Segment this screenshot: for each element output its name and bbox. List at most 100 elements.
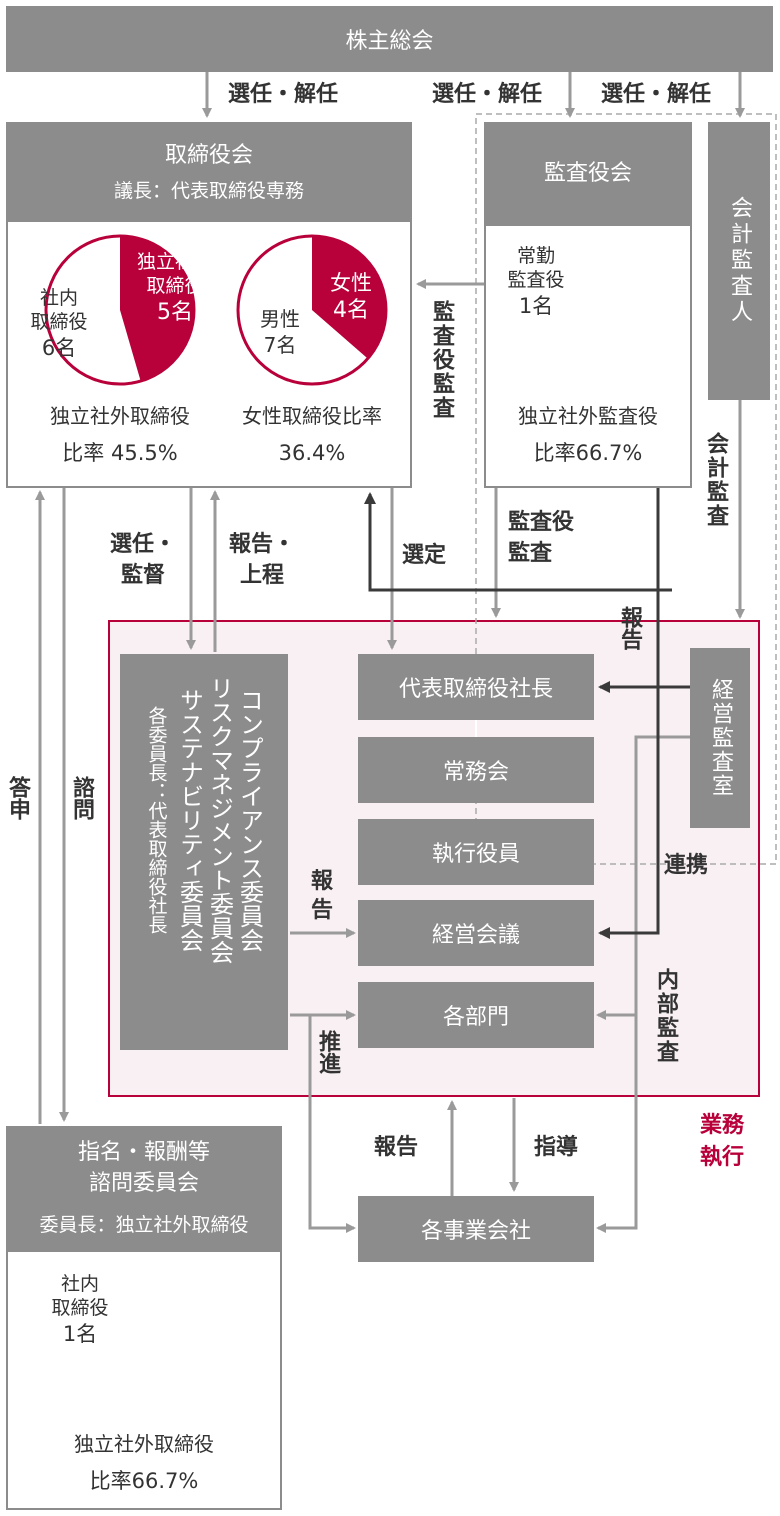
audit-red-line-3: 2名 [616,345,652,370]
select-supervise-line-2: 監督 [120,562,165,588]
audit-pie-red-label: 独立社外 監査役 2名 [582,296,686,372]
appoint-label: 選定 [402,543,447,568]
nom-red-line-3: 2名 [190,1359,226,1384]
shareholders-meeting: 株主総会 [6,6,773,72]
departments-label: 各部門 [442,1005,509,1030]
nom-red-line-1: 独立社外 [169,1311,246,1333]
nomination-title-line-1: 指名・報酬等 [77,1140,210,1165]
executive-officers-label: 執行役員 [431,842,520,867]
board-of-directors-header: 取締役会 議長：代表取締役専務 [6,122,412,222]
board-pie2-white-label: 男性 7名 [248,306,312,358]
sustainability-committee: サステナビリティ委員会 [175,688,204,952]
nom-white-line-3: 1名 [62,1321,98,1346]
pie1-white-line-1: 社内 [39,287,78,309]
nom-white-line-1: 社内 [60,1273,99,1295]
pie1-red-line-1: 独立社外 [136,251,213,273]
report-to-meeting-label: 報 告 [302,868,342,925]
pie2-white-line-1: 男性 [260,307,300,331]
audit-pie-white-label: 常勤 監査役 1名 [496,244,576,320]
nomination-pie-red-label: 独立社外 取締役 2名 [156,1310,260,1386]
report-from-subsidiaries-label: 報告 [374,1135,419,1160]
audit-white-line-3: 1名 [518,293,554,318]
audit-label-vertical: 監査役監査 [429,300,454,420]
board-chair: 議長：代表取締役専務 [113,180,304,202]
report-vertical-label: 報告 [617,606,642,650]
board-cap1b: 比率 45.5% [62,441,178,465]
committees-columns: コンプライアンス委員会 リスクマネジメント委員会 サステナビリティ委員会 各委員… [145,676,264,964]
audit-horizontal-label: 監査役 監査 [508,508,574,570]
audit-board-header: 監査役会 [484,122,692,226]
committees-box: コンプライアンス委員会 リスクマネジメント委員会 サステナビリティ委員会 各委員… [120,654,288,1050]
pie1-red-line-3: 5名 [157,299,193,325]
elect-dismiss-label-1: 選任・解任 [228,82,339,107]
accounting-auditor-label: 会計監査人 [727,196,752,326]
president-box: 代表取締役社長 [358,654,594,720]
exec-line-1: 業務 [700,1113,745,1138]
accounting-audit-label: 会計監査 [703,432,728,528]
management-audit-office: 経営監査室 [690,648,750,828]
audit-board-title: 監査役会 [543,161,632,186]
board-title: 取締役会 [164,143,253,168]
answer-label: 答申 [5,776,30,820]
nomination-pie-white-label: 社内 取締役 1名 [40,1272,120,1348]
report-h-line-2: 告 [310,897,333,923]
report-submit-line-1: 報告・ [228,532,295,557]
nomination-cap: 独立社外取締役 [74,1432,214,1456]
board-cap2: 女性取締役比率 [242,404,382,428]
audit-red-line-1: 独立社外 [595,297,672,319]
nomination-title: 指名・報酬等 諮問委員会 [6,1138,282,1200]
pie1-white-line-2: 取締役 [30,311,88,334]
board-pie2-red-label: 女性 4名 [316,270,386,326]
audit-dashed-group [475,113,777,865]
audit-h-line-1: 監査役 [508,510,575,535]
nomination-committee-header: 指名・報酬等 諮問委員会 委員長：独立社外取締役 [6,1126,282,1252]
consult-label: 諮問 [69,776,94,820]
accounting-auditor: 会計監査人 [708,122,770,400]
board-pie1-red-label: 独立社外 取締役 5名 [120,250,230,327]
pie2-red-line-2: 4名 [333,298,369,324]
elect-dismiss-label-2: 選任・解任 [432,82,543,107]
executive-committee-label: 常務会 [442,760,509,785]
promote-label: 推進 [315,1030,340,1074]
report-submit-line-2: 上程 [239,562,284,588]
guide-label: 指導 [534,1135,579,1160]
select-supervise-label: 選任・ 監督 [108,530,178,592]
audit-capb: 比率66.7% [533,441,643,465]
audit-white-line-2: 監査役 [507,269,565,292]
management-meeting-label: 経営会議 [431,923,520,948]
nom-white-line-2: 取締役 [51,1297,109,1320]
president-label: 代表取締役社長 [398,677,553,702]
elect-dismiss-label-3: 選任・解任 [601,82,712,107]
audit-h-line-2: 監査 [508,540,553,566]
pie1-white-line-3: 6名 [41,335,77,360]
nomination-chair: 委員長：独立社外取締役 [39,1214,249,1236]
nom-red-line-2: 取締役 [179,1335,237,1358]
pie1-red-line-2: 取締役 [146,275,204,298]
compliance-committee: コンプライアンス委員会 [235,688,264,952]
committees-chair: 各委員長：代表取締役社長 [145,706,168,934]
board-cap2b: 36.4% [278,441,346,465]
coop-label: 連携 [664,853,709,878]
shareholders-meeting-label: 株主総会 [345,29,434,54]
executive-committee-box: 常務会 [358,737,594,803]
exec-line-2: 執行 [700,1144,745,1170]
business-execution-label: 業務 執行 [700,1110,744,1174]
risk-management-committee: リスクマネジメント委員会 [205,676,234,964]
select-supervise-line-1: 選任・ [109,532,176,557]
nomination-title-line-2: 諮問委員会 [88,1170,199,1196]
pie2-white-line-2: 7名 [263,333,297,357]
subsidiaries-box: 各事業会社 [358,1196,594,1262]
board-pie1-white-label: 社内 取締役 6名 [24,286,94,362]
report-submit-label: 報告・ 上程 [226,530,298,592]
management-meeting-box: 経営会議 [358,900,594,966]
audit-white-line-1: 常勤 [516,245,555,267]
internal-audit-label: 内部監査 [653,968,678,1064]
pie2-red-line-1: 女性 [330,271,372,295]
audit-red-line-2: 監査役 [605,321,663,344]
management-audit-label: 経営監査室 [708,678,733,798]
executive-officers-box: 執行役員 [358,819,594,885]
board-cap1: 独立社外取締役 [50,404,190,428]
departments-box: 各部門 [358,982,594,1048]
report-h-line-1: 報 [310,869,333,894]
